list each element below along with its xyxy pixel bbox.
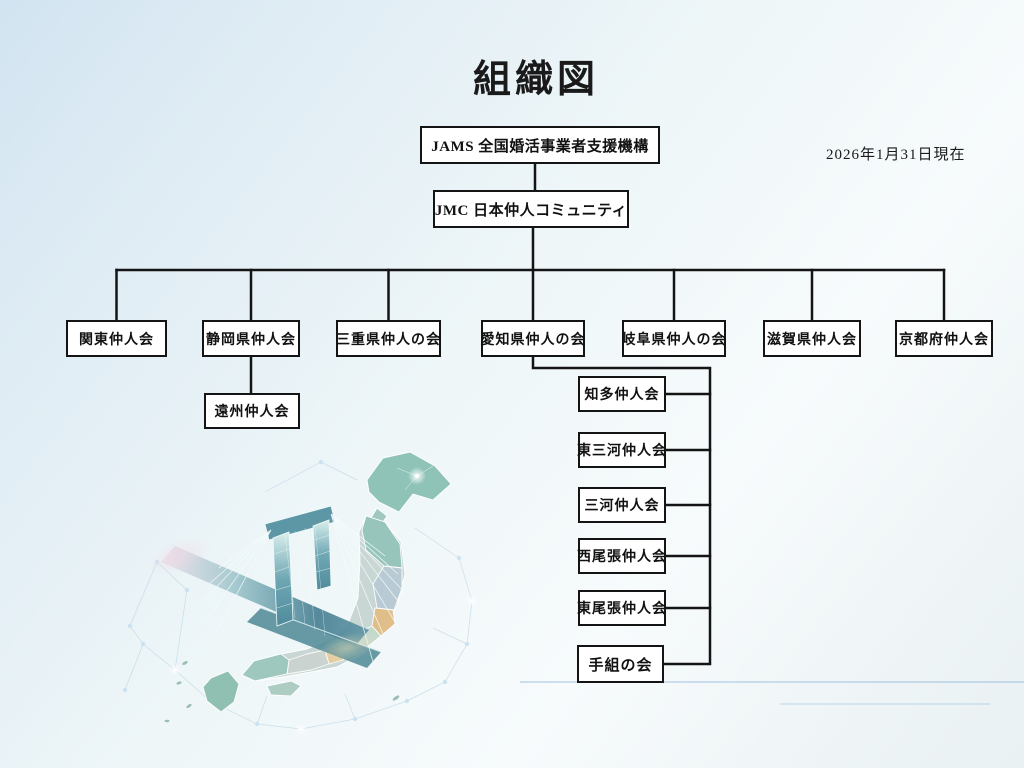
org-box-chita: 知多仲人会 <box>578 376 666 412</box>
org-box-aichi: 愛知県仲人の会 <box>481 320 585 357</box>
org-box-higashi-mikawa: 東三河仲人会 <box>577 432 666 468</box>
japan-map-artwork <box>122 451 478 735</box>
org-box-gifu: 岐阜県仲人の会 <box>622 320 726 357</box>
org-box-shiga: 滋賀県仲人会 <box>763 320 861 357</box>
artwork-glows <box>146 465 434 664</box>
org-box-kyoto: 京都府仲人会 <box>895 320 993 357</box>
org-box-jmc: JMC 日本仲人コミュニティ <box>433 190 629 228</box>
org-box-mikawa: 三河仲人会 <box>578 487 666 523</box>
network-mesh-nodes <box>122 459 478 735</box>
japan-map-shapes <box>164 451 452 723</box>
org-box-nishi-owari: 西尾張仲人会 <box>577 538 666 574</box>
org-box-jams: JAMS 全国婚活事業者支援機構 <box>420 126 660 164</box>
org-box-enshu: 遠州仲人会 <box>204 393 300 429</box>
org-box-higashi-owari: 東尾張仲人会 <box>577 590 666 626</box>
as-of-date: 2026年1月31日現在 <box>826 147 966 163</box>
bridge-cables <box>202 513 409 663</box>
bridge-arch <box>264 505 336 627</box>
page-title: 組織図 <box>472 59 599 101</box>
background-horizon-line <box>520 681 1024 683</box>
org-box-tegumi: 手組の会 <box>577 645 664 683</box>
org-box-kanto: 関東仲人会 <box>66 320 167 357</box>
background-horizon-line <box>780 703 990 705</box>
org-box-shizuoka: 静岡県仲人会 <box>202 320 300 357</box>
org-box-mie: 三重県仲人の会 <box>336 320 441 357</box>
